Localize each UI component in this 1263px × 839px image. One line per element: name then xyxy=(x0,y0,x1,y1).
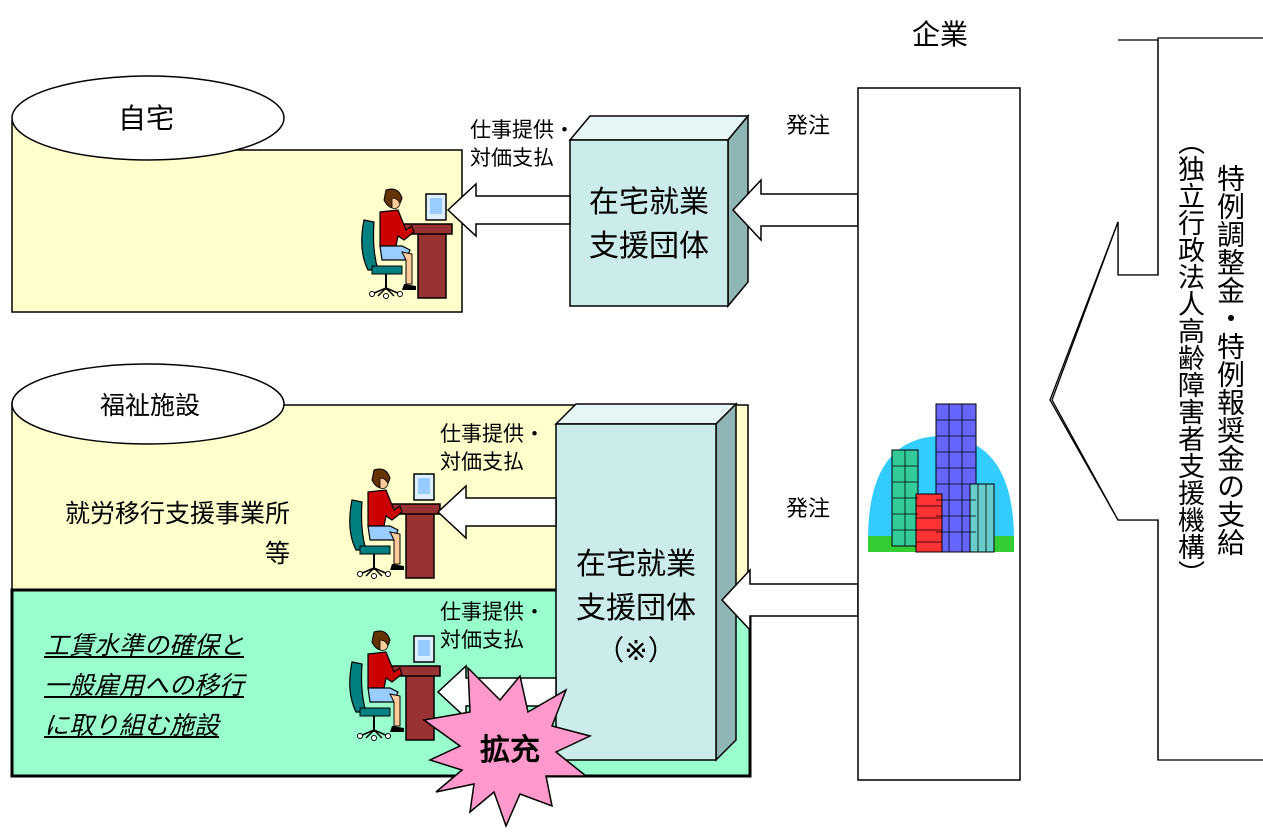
arrow-left-icon xyxy=(731,178,859,242)
arrow-left-icon xyxy=(446,182,571,238)
company-column: 企業 xyxy=(857,18,1021,781)
building-icon xyxy=(868,403,1014,553)
arrow-left-icon xyxy=(436,484,557,540)
focus-description: 工賃水準の確保と 一般雇用への移行 に取り組む施設 xyxy=(44,626,304,746)
offer-bottom-line1: 仕事提供・ xyxy=(440,600,545,624)
support-org-top: 在宅就業 支援団体 xyxy=(568,113,750,309)
support-bottom-box xyxy=(555,423,717,761)
offer-bottom-line2: 対価支払 xyxy=(440,628,524,652)
welfare-sub-line2: 等 xyxy=(265,539,290,568)
support-bottom-line1: 在宅就業 xyxy=(576,547,696,582)
order-bottom-label: 発注 xyxy=(786,497,830,522)
offer-labels: 仕事提供・ 対価支払 仕事提供・ 対価支払 仕事提供・ 対価支払 xyxy=(440,118,575,652)
support-org-bottom: 在宅就業 支援団体 （※） xyxy=(554,402,738,762)
support-top-line1: 在宅就業 xyxy=(589,185,709,220)
focus-line3: に取り組む施設 xyxy=(44,711,220,740)
company-title: 企業 xyxy=(912,18,968,51)
expand-label: 拡充 xyxy=(480,733,540,768)
home-background xyxy=(11,120,463,313)
payment-main-text: 特例調整金・特例報奨金の支給 xyxy=(1213,164,1246,556)
arrow-left-icon xyxy=(720,568,859,632)
flow-arrows xyxy=(436,178,859,720)
expand-badge: 拡充 xyxy=(422,666,593,829)
support-top-line2: 支援団体 xyxy=(589,229,709,264)
focus-line2: 一般雇用への移行 xyxy=(44,671,245,700)
welfare-label: 福祉施設 xyxy=(100,391,200,420)
offer-top-line1: 仕事提供・ xyxy=(470,118,575,142)
focus-line1: 工賃水準の確保と xyxy=(44,631,245,660)
offer-top-line2: 対価支払 xyxy=(470,146,554,170)
support-top-box xyxy=(569,139,729,307)
order-top-label: 発注 xyxy=(786,114,830,139)
home-area: 自宅 xyxy=(11,75,463,313)
offer-mid-line1: 仕事提供・ xyxy=(440,422,545,446)
starburst-icon xyxy=(422,666,593,829)
welfare-sub-line1: 就労移行支援事業所 xyxy=(65,499,290,528)
home-label-ellipse xyxy=(11,75,285,161)
home-label: 自宅 xyxy=(118,102,174,135)
payment-agency-text: （独立行政法人高齢障害者支援機構） xyxy=(1173,128,1204,587)
support-bottom-line2: 支援団体 xyxy=(576,591,696,626)
offer-mid-line2: 対価支払 xyxy=(440,450,524,474)
welfare-label-ellipse xyxy=(11,363,285,445)
support-bottom-line3: （※） xyxy=(596,634,675,667)
